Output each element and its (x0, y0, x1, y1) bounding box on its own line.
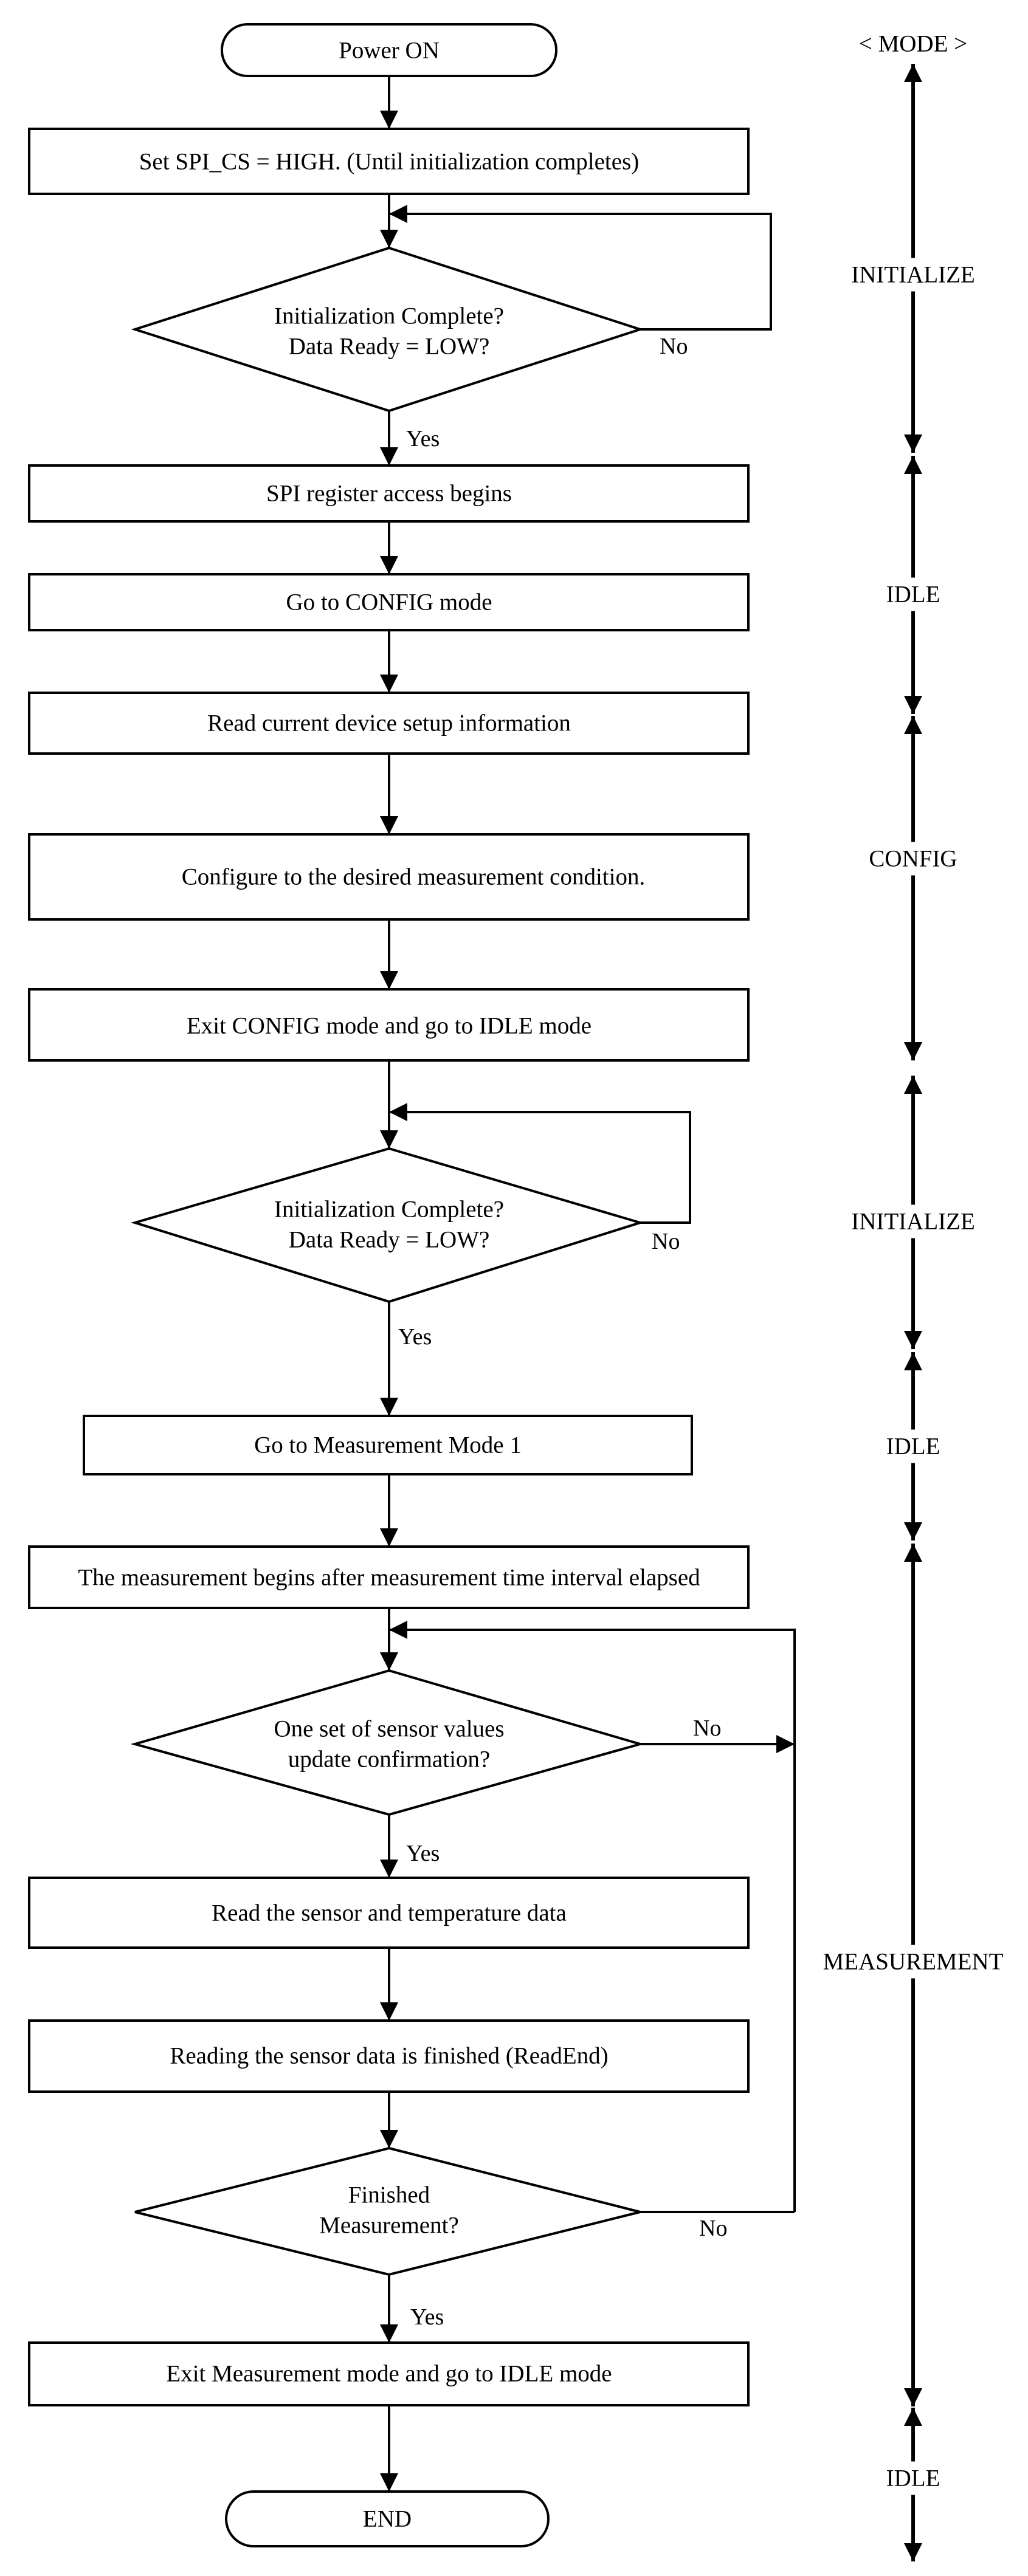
mode-label-background (854, 27, 973, 61)
terminal-end-label: END (363, 2506, 412, 2532)
decision-finished-line1: Finished (348, 2182, 430, 2208)
mode-label-idle-3: IDLE (886, 2465, 940, 2492)
decision-finished-yes-label: Yes (410, 2304, 444, 2330)
step-read-end: Reading the sensor data is finished (Rea… (28, 2019, 750, 2093)
step-goto-measurement-mode-1: Go to Measurement Mode 1 (83, 1415, 693, 1475)
step-measurement-begins-label: The measurement begins after measurement… (78, 1565, 700, 1591)
connectors (380, 76, 796, 2492)
decision-update-yes-label: Yes (406, 1841, 440, 1866)
terminal-power-on-label: Power ON (339, 38, 440, 64)
step-read-setup-label: Read current device setup information (207, 710, 571, 737)
mode-header: < MODE > (859, 31, 967, 57)
mode-label-initialize-2: INITIALIZE (851, 1209, 975, 1235)
mode-label-idle-2: IDLE (886, 1434, 940, 1460)
step-configure-label: Configure to the desired measurement con… (182, 864, 645, 890)
decision-init-2-yes-label: Yes (398, 1324, 432, 1350)
terminal-end: END (225, 2490, 550, 2547)
step-exit-config: Exit CONFIG mode and go to IDLE mode (28, 988, 750, 1062)
step-exit-measurement-label: Exit Measurement mode and go to IDLE mod… (166, 2361, 612, 2387)
step-read-sensor-data: Read the sensor and temperature data (28, 1877, 750, 1949)
decision-init-2-line1: Initialization Complete? (274, 1197, 504, 1223)
step-spi-access-label: SPI register access begins (266, 481, 512, 507)
mode-label-background (846, 1204, 980, 1238)
step-exit-measurement: Exit Measurement mode and go to IDLE mod… (28, 2341, 750, 2406)
decision-update-confirmation: One set of sensor values update confirma… (130, 1669, 645, 1816)
step-goto-config: Go to CONFIG mode (28, 573, 750, 631)
decision-finished-measurement: Finished Measurement? (134, 2146, 641, 2276)
mode-label-background (881, 577, 945, 611)
step-measurement-begins: The measurement begins after measurement… (28, 1545, 750, 1609)
mode-label-background (881, 2461, 945, 2495)
step-spi-access: SPI register access begins (28, 464, 750, 523)
decision-init-2: Initialization Complete? Data Ready = LO… (131, 1147, 644, 1303)
terminal-power-on: Power ON (221, 23, 557, 77)
decision-update-line1: One set of sensor values (274, 1716, 504, 1742)
mode-label-initialize-1: INITIALIZE (851, 262, 975, 288)
step-set-spi-cs-label: Set SPI_CS = HIGH. (Until initialization… (139, 149, 640, 175)
decision-init-2-line2: Data Ready = LOW? (289, 1227, 490, 1253)
step-read-setup: Read current device setup information (28, 692, 750, 755)
step-configure: Configure to the desired measurement con… (28, 833, 750, 921)
decision-update-no-label: No (693, 1716, 721, 1741)
decision-finished-line2: Measurement? (319, 2213, 459, 2239)
step-read-sensor-data-label: Read the sensor and temperature data (212, 1900, 567, 1926)
step-goto-config-label: Go to CONFIG mode (286, 589, 492, 616)
step-goto-measurement-mode-1-label: Go to Measurement Mode 1 (254, 1432, 522, 1458)
step-exit-config-label: Exit CONFIG mode and go to IDLE mode (187, 1013, 592, 1039)
decision-init-1-no-label: No (660, 334, 688, 359)
step-set-spi-cs: Set SPI_CS = HIGH. (Until initialization… (28, 128, 750, 195)
step-read-end-label: Reading the sensor data is finished (Rea… (170, 2043, 608, 2069)
mode-label-background (881, 1429, 945, 1463)
mode-label-background (846, 258, 980, 292)
mode-label-background (818, 1945, 1009, 1979)
mode-label-idle-1: IDLE (886, 582, 940, 608)
mode-label-config: CONFIG (869, 846, 957, 872)
decision-init-1-line1: Initialization Complete? (274, 303, 504, 329)
decision-update-line2: update confirmation? (288, 1747, 490, 1773)
decision-finished-no-label: No (699, 2216, 727, 2241)
decision-init-1-line2: Data Ready = LOW? (289, 334, 490, 360)
decision-init-2-no-label: No (652, 1229, 680, 1254)
decision-init-1-yes-label: Yes (406, 426, 440, 452)
decision-init-1: Initialization Complete? Data Ready = LO… (131, 246, 644, 413)
mode-label-background (864, 842, 962, 876)
mode-label-measurement: MEASUREMENT (823, 1949, 1004, 1975)
